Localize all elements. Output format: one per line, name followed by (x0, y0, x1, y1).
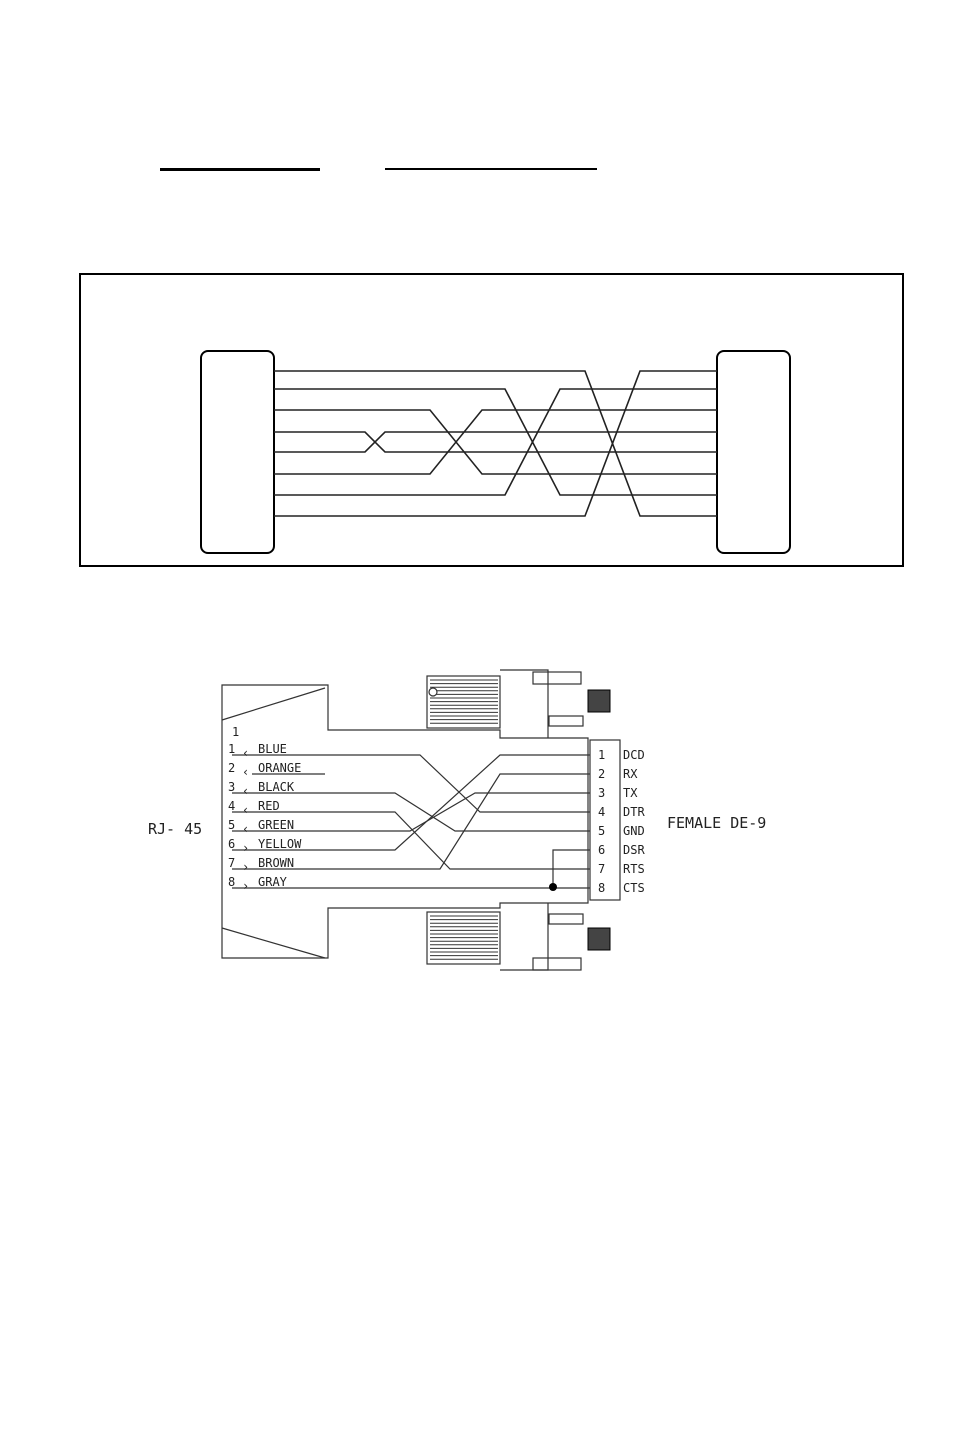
de9-signal-name: GND (623, 824, 645, 838)
de9-label: FEMALE DE-9 (667, 814, 766, 832)
arrow-left-icon: ‹ (242, 822, 249, 836)
arrow-left-icon: ‹ (242, 765, 249, 779)
de9-pin-number: 4 (598, 805, 605, 819)
rts-cts-junction-dot (549, 883, 557, 891)
de9-pin-number: 6 (598, 843, 605, 857)
flange-slot-bottom (533, 958, 581, 970)
de9-signal-name: DCD (623, 748, 645, 762)
de9-signal-name: RTS (623, 862, 645, 876)
rj45-wire-color: GRAY (258, 875, 288, 889)
flange-slot-bottom2 (549, 914, 583, 924)
shell-hole-icon (429, 688, 437, 696)
de9-pin-block (590, 740, 620, 900)
rj45-pin-number: 7 (228, 856, 235, 870)
ribs-top (430, 680, 498, 723)
rj45-pin-number: 6 (228, 837, 235, 851)
rj45-pin-number: 2 (228, 761, 235, 775)
adapter-chamfer-top (222, 688, 325, 720)
rj45-wire-color: BLUE (258, 742, 287, 756)
rj45-wire-color: GREEN (258, 818, 294, 832)
rj45-wire-color: RED (258, 799, 280, 813)
rj45-wire-color: BLACK (258, 780, 295, 794)
de9-pin-number: 1 (598, 748, 605, 762)
rj45-pin-number: 1 (228, 742, 235, 756)
arrow-right-icon: › (242, 879, 249, 893)
de9-pin-number: 8 (598, 881, 605, 895)
adapter-chamfer-bottom (222, 928, 325, 958)
rj45-pin-number: 8 (228, 875, 235, 889)
de9-signal-name: DTR (623, 805, 645, 819)
de9-pin-number: 7 (598, 862, 605, 876)
flange-slot-top (533, 672, 581, 684)
de9-signal-name: RX (623, 767, 638, 781)
rj45-pin-number: 4 (228, 799, 235, 813)
jack-screw-top-icon (588, 690, 610, 712)
rj45-pin-labels: 1 BLUE ‹ 2 ORANGE ‹ 3 BLACK ‹ 4 RED ‹ 5 GREEN ‹ 6 YELLOW… (228, 742, 302, 893)
de9-signal-name: DSR (623, 843, 645, 857)
jack-screw-bottom-icon (588, 928, 610, 950)
de9-signal-name: CTS (623, 881, 645, 895)
de9-flange-top (500, 670, 548, 738)
rj45-wire-color: YELLOW (258, 837, 302, 851)
rj45-wire-color: ORANGE (258, 761, 301, 775)
de9-pin-number: 3 (598, 786, 605, 800)
arrow-right-icon: › (242, 860, 249, 874)
rj45-label: RJ- 45 (148, 820, 202, 838)
ribs-bottom (430, 916, 498, 959)
arrow-left-icon: ‹ (242, 803, 249, 817)
arrow-right-icon: › (242, 841, 249, 855)
de9-pin-number: 2 (598, 767, 605, 781)
de9-pin-labels: 1 DCD 2 RX 3 TX 4 DTR 5 GND 6 DSR 7 RTS 8 CTS (598, 748, 645, 895)
de9-pin-number: 5 (598, 824, 605, 838)
de9-flange-bottom (500, 903, 548, 970)
de9-signal-name: TX (623, 786, 638, 800)
rj45-wire-color: BROWN (258, 856, 294, 870)
rj45-pin-number: 3 (228, 780, 235, 794)
arrow-left-icon: ‹ (242, 784, 249, 798)
arrow-left-icon: ‹ (242, 746, 249, 760)
pin-one-marker: 1 (232, 725, 239, 739)
rj45-pin-number: 5 (228, 818, 235, 832)
flange-slot-top2 (549, 716, 583, 726)
